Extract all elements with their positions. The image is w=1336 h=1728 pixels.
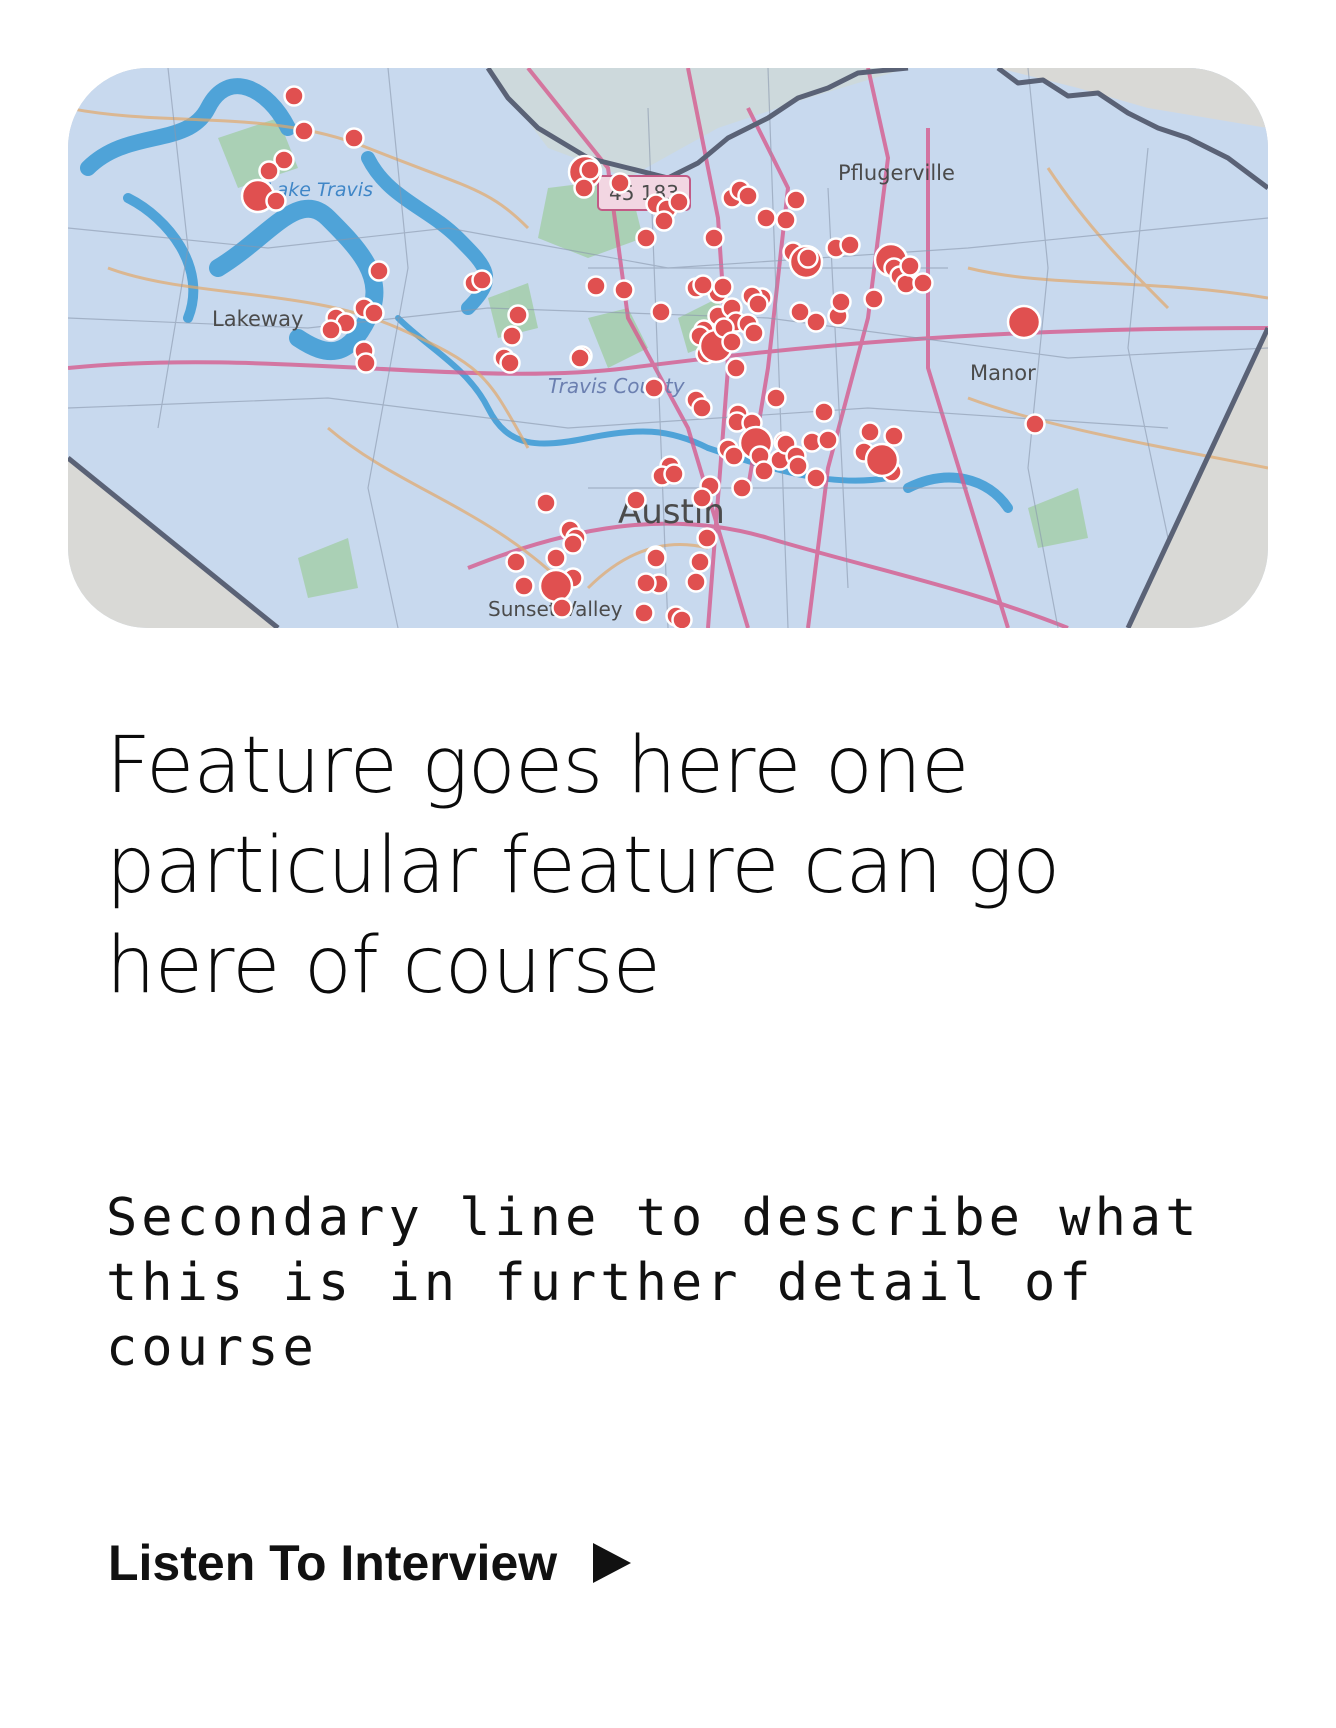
map-marker-icon[interactable] — [273, 149, 295, 171]
map-marker-icon[interactable] — [545, 547, 567, 569]
map-marker-icon[interactable] — [817, 429, 839, 451]
map-marker-icon[interactable] — [721, 331, 743, 353]
map-marker-icon[interactable] — [725, 357, 747, 379]
map-marker-icon[interactable] — [635, 227, 657, 249]
map-marker-icon[interactable] — [320, 319, 342, 341]
map-thumbnail[interactable]: 45 183 Lake Travis Pflugerville Lakeway … — [68, 68, 1268, 628]
map-marker-icon[interactable] — [696, 527, 718, 549]
map-marker-icon[interactable] — [703, 227, 725, 249]
map-marker-icon[interactable] — [645, 547, 667, 569]
map-marker-icon[interactable] — [507, 304, 529, 326]
map-marker-icon[interactable] — [471, 269, 493, 291]
map-marker-icon[interactable] — [813, 401, 835, 423]
map-marker-icon[interactable] — [859, 421, 881, 443]
map-marker-icon[interactable] — [535, 492, 557, 514]
map-marker-icon[interactable] — [685, 571, 707, 593]
map-marker-icon[interactable] — [712, 276, 734, 298]
map-marker-icon[interactable] — [839, 234, 861, 256]
map-label-travis-county: Travis County — [548, 374, 686, 398]
map-marker-icon[interactable] — [551, 597, 573, 619]
map-marker-icon[interactable] — [585, 275, 607, 297]
map-marker-icon[interactable] — [513, 575, 535, 597]
map-marker-icon[interactable] — [1024, 413, 1046, 435]
map-marker-icon[interactable] — [671, 609, 693, 629]
map-graphic: 45 183 Lake Travis Pflugerville Lakeway … — [68, 68, 1268, 628]
map-marker-icon[interactable] — [562, 533, 584, 555]
map-marker-icon[interactable] — [368, 260, 390, 282]
map-marker-icon[interactable] — [283, 85, 305, 107]
map-marker-icon[interactable] — [737, 185, 759, 207]
map-marker-icon[interactable] — [569, 347, 591, 369]
map-marker-icon[interactable] — [625, 489, 647, 511]
map-marker-icon[interactable] — [499, 352, 521, 374]
map-marker-icon[interactable] — [505, 551, 527, 573]
map-marker-icon[interactable] — [883, 425, 905, 447]
map-marker-icon[interactable] — [633, 602, 655, 624]
listen-to-interview-button[interactable]: Listen To Interview — [108, 1534, 632, 1592]
map-marker-icon[interactable] — [691, 487, 713, 509]
map-label-manor: Manor — [970, 361, 1036, 385]
map-marker-icon[interactable] — [355, 352, 377, 374]
map-marker-icon[interactable] — [864, 442, 900, 478]
map-marker-icon[interactable] — [635, 572, 657, 594]
map-marker-icon[interactable] — [668, 191, 690, 213]
map-marker-icon[interactable] — [830, 291, 852, 313]
map-marker-icon[interactable] — [579, 159, 601, 181]
map-marker-icon[interactable] — [775, 209, 797, 231]
map-marker-icon[interactable] — [691, 397, 713, 419]
map-label-pflugerville: Pflugerville — [838, 161, 955, 185]
map-label-lakeway: Lakeway — [212, 307, 303, 331]
map-marker-icon[interactable] — [650, 301, 672, 323]
map-marker-icon[interactable] — [258, 160, 280, 182]
map-marker-icon[interactable] — [653, 210, 675, 232]
map-marker-icon[interactable] — [613, 279, 635, 301]
listen-to-interview-label: Listen To Interview — [108, 1535, 558, 1591]
map-marker-icon[interactable] — [689, 551, 711, 573]
map-marker-icon[interactable] — [293, 120, 315, 142]
map-marker-icon[interactable] — [805, 311, 827, 333]
map-marker-icon[interactable] — [747, 293, 769, 315]
map-marker-icon[interactable] — [743, 322, 765, 344]
map-marker-icon[interactable] — [723, 445, 745, 467]
map-marker-icon[interactable] — [265, 190, 287, 212]
map-marker-icon[interactable] — [538, 568, 574, 604]
map-marker-icon[interactable] — [663, 463, 685, 485]
map-marker-icon[interactable] — [692, 274, 714, 296]
map-marker-icon[interactable] — [609, 172, 631, 194]
map-markers — [240, 85, 1046, 629]
feature-headline: Feature goes here one particular feature… — [106, 721, 1060, 1011]
map-marker-icon[interactable] — [797, 247, 819, 269]
map-marker-icon[interactable] — [753, 460, 775, 482]
map-marker-icon[interactable] — [343, 127, 365, 149]
map-marker-icon[interactable] — [785, 189, 807, 211]
map-marker-icon[interactable] — [912, 272, 934, 294]
map-marker-icon[interactable] — [863, 288, 885, 310]
map-marker-icon[interactable] — [755, 207, 777, 229]
map-marker-icon[interactable] — [643, 377, 665, 399]
map-marker-icon[interactable] — [1006, 304, 1042, 340]
feature-description: Secondary line to describe what this is … — [106, 1188, 1201, 1378]
map-marker-icon[interactable] — [787, 455, 809, 477]
map-label-lake-travis: Lake Travis — [266, 179, 373, 201]
map-marker-icon[interactable] — [789, 301, 811, 323]
play-icon — [593, 1543, 632, 1583]
map-marker-icon[interactable] — [363, 302, 385, 324]
map-marker-icon[interactable] — [573, 177, 595, 199]
map-marker-icon[interactable] — [765, 387, 787, 409]
map-marker-icon[interactable] — [501, 325, 523, 347]
map-marker-icon[interactable] — [899, 255, 921, 277]
map-marker-icon[interactable] — [731, 477, 753, 499]
map-marker-icon[interactable] — [805, 467, 827, 489]
